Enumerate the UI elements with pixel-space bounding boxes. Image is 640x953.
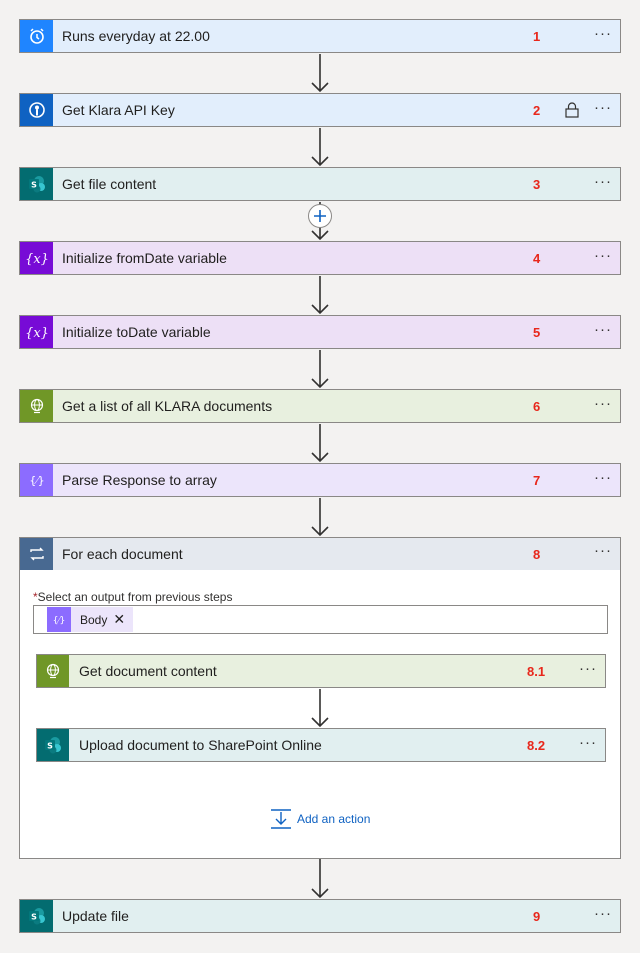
parse-json-icon: {⁄} bbox=[47, 607, 71, 632]
foreach-loop-container: For each document 8 ··· *Select an outpu… bbox=[19, 537, 621, 859]
more-options-icon[interactable]: ··· bbox=[594, 99, 612, 116]
insert-step-button[interactable] bbox=[308, 204, 332, 228]
connector-arrow bbox=[309, 498, 331, 537]
alarm-clock-icon bbox=[20, 20, 53, 52]
step-parse-response[interactable]: {⁄} Parse Response to array 7 ··· bbox=[19, 463, 621, 497]
step-number: 9 bbox=[533, 909, 541, 924]
step-get-file-content[interactable]: S Get file content 3 ··· bbox=[19, 167, 621, 201]
svg-text:{x}: {x} bbox=[26, 252, 48, 267]
connector-arrow bbox=[309, 276, 331, 315]
more-options-icon[interactable]: ··· bbox=[594, 542, 612, 559]
step-title: Runs everyday at 22.00 bbox=[62, 28, 210, 44]
select-output-label: *Select an output from previous steps bbox=[33, 590, 232, 604]
add-action-icon bbox=[271, 809, 291, 829]
step-title: Update file bbox=[62, 908, 129, 924]
more-options-icon[interactable]: ··· bbox=[594, 173, 612, 190]
step-number: 2 bbox=[533, 103, 541, 118]
step-number: 1 bbox=[533, 29, 541, 44]
plus-icon bbox=[314, 210, 326, 222]
foreach-loop-header[interactable]: For each document 8 ··· bbox=[20, 538, 620, 570]
more-options-icon[interactable]: ··· bbox=[594, 469, 612, 486]
svg-text:S: S bbox=[47, 742, 53, 751]
step-title: Get document content bbox=[79, 663, 217, 679]
connector-arrow bbox=[309, 424, 331, 463]
more-options-icon[interactable]: ··· bbox=[579, 660, 597, 677]
step-title: Get file content bbox=[62, 176, 157, 192]
key-vault-icon bbox=[20, 94, 53, 126]
svg-text:S: S bbox=[31, 181, 37, 190]
step-get-api-key[interactable]: Get Klara API Key 2 ··· bbox=[19, 93, 621, 127]
more-options-icon[interactable]: ··· bbox=[594, 321, 612, 338]
step-number: 8.1 bbox=[527, 664, 546, 679]
step-title: Initialize toDate variable bbox=[62, 324, 211, 340]
connector-arrow bbox=[309, 54, 331, 93]
connector-arrow bbox=[309, 128, 331, 167]
connector-arrow bbox=[309, 859, 331, 899]
step-title: Initialize fromDate variable bbox=[62, 250, 227, 266]
select-output-input[interactable]: {⁄} Body ✕ bbox=[33, 605, 608, 634]
http-globe-icon bbox=[37, 655, 69, 687]
step-update-file[interactable]: S Update file 9 ··· bbox=[19, 899, 621, 933]
step-number: 3 bbox=[533, 177, 541, 192]
variable-icon: {x} bbox=[20, 316, 53, 348]
more-options-icon[interactable]: ··· bbox=[579, 734, 597, 751]
step-get-document-content[interactable]: Get document content 8.1 ··· bbox=[36, 654, 606, 688]
more-options-icon[interactable]: ··· bbox=[594, 25, 612, 42]
connector-arrow bbox=[309, 689, 331, 733]
svg-text:{⁄}: {⁄} bbox=[29, 474, 44, 487]
step-upload-document[interactable]: S Upload document to SharePoint Online 8… bbox=[36, 728, 606, 762]
sharepoint-icon: S bbox=[20, 900, 53, 932]
step-number: 7 bbox=[533, 473, 541, 488]
http-globe-icon bbox=[20, 390, 53, 422]
step-init-todate[interactable]: {x} Initialize toDate variable 5 ··· bbox=[19, 315, 621, 349]
step-title: Get a list of all KLARA documents bbox=[62, 398, 273, 414]
step-number: 6 bbox=[533, 399, 541, 414]
step-recurrence[interactable]: Runs everyday at 22.00 1 ··· bbox=[19, 19, 621, 53]
more-options-icon[interactable]: ··· bbox=[594, 395, 612, 412]
step-title: Get Klara API Key bbox=[62, 102, 175, 118]
lock-icon bbox=[565, 102, 581, 120]
svg-text:{x}: {x} bbox=[26, 326, 48, 341]
loop-icon bbox=[20, 538, 53, 570]
sharepoint-icon: S bbox=[20, 168, 53, 200]
step-title: Upload document to SharePoint Online bbox=[79, 737, 322, 753]
svg-text:S: S bbox=[31, 913, 37, 922]
step-number: 8.2 bbox=[527, 738, 546, 753]
add-action-label: Add an action bbox=[297, 812, 371, 826]
select-output-text: Select an output from previous steps bbox=[37, 590, 233, 604]
token-label: Body bbox=[80, 612, 108, 627]
step-number: 8 bbox=[533, 547, 541, 562]
required-mark: * bbox=[33, 590, 38, 604]
step-title: Parse Response to array bbox=[62, 472, 217, 488]
step-number: 4 bbox=[533, 251, 541, 266]
loop-title: For each document bbox=[62, 546, 183, 562]
sharepoint-icon: S bbox=[37, 729, 69, 761]
more-options-icon[interactable]: ··· bbox=[594, 247, 612, 264]
remove-token-icon[interactable]: ✕ bbox=[113, 611, 126, 627]
add-action-button[interactable]: Add an action bbox=[270, 808, 370, 830]
step-init-fromdate[interactable]: {x} Initialize fromDate variable 4 ··· bbox=[19, 241, 621, 275]
svg-text:{⁄}: {⁄} bbox=[53, 616, 65, 626]
more-options-icon[interactable]: ··· bbox=[594, 905, 612, 922]
parse-json-icon: {⁄} bbox=[20, 464, 53, 496]
step-get-klara-documents[interactable]: Get a list of all KLARA documents 6 ··· bbox=[19, 389, 621, 423]
body-token[interactable]: {⁄} Body ✕ bbox=[47, 607, 134, 632]
variable-icon: {x} bbox=[20, 242, 53, 274]
connector-arrow bbox=[309, 350, 331, 389]
step-number: 5 bbox=[533, 325, 541, 340]
